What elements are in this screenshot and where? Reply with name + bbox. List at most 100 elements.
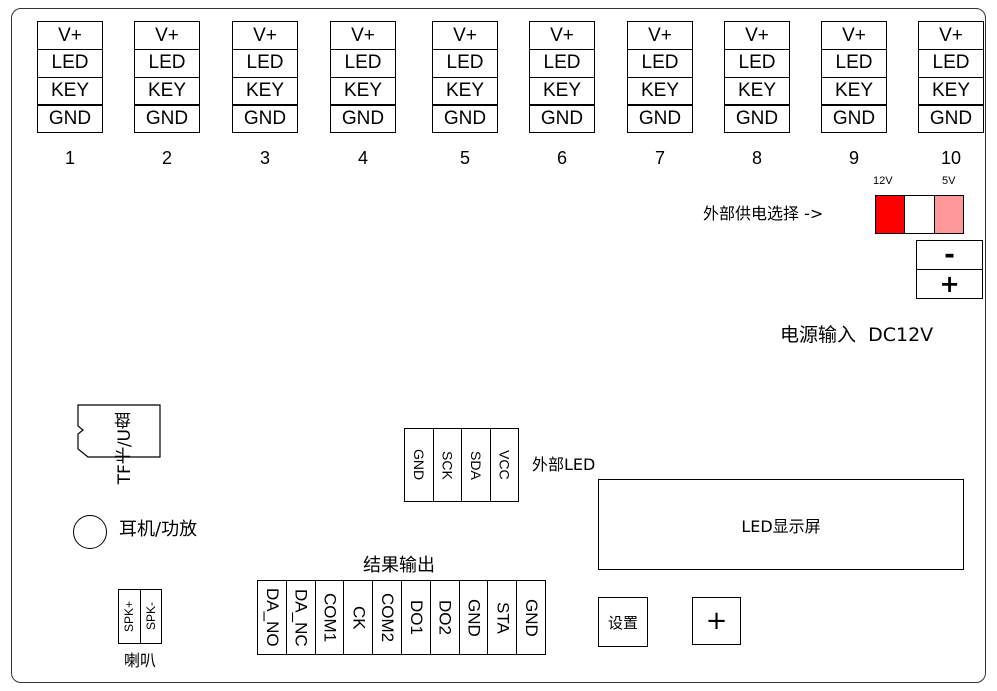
board-outline bbox=[11, 8, 986, 683]
speaker-pin: SPK- bbox=[141, 590, 162, 643]
plus-button-label: + bbox=[705, 606, 728, 636]
connector-number: 8 bbox=[751, 148, 762, 168]
connector-pin: GND bbox=[134, 104, 200, 134]
result-output-pin-label: DA_NC bbox=[291, 588, 311, 647]
connector-pin: V+ bbox=[724, 21, 790, 50]
speaker-connector: SPK+ SPK- bbox=[118, 589, 162, 644]
power-select-switch[interactable] bbox=[875, 195, 964, 234]
result-output-label: 结果输出 bbox=[363, 555, 435, 576]
settings-button[interactable]: 设置 bbox=[598, 597, 648, 647]
external-led-label: 外部LED bbox=[532, 455, 596, 474]
connector-pin: LED bbox=[134, 48, 200, 78]
connector-pin: KEY bbox=[37, 76, 103, 106]
external-led-pin: GND bbox=[405, 429, 434, 501]
result-output-pin-label: STA bbox=[493, 601, 513, 634]
connector-number: 7 bbox=[654, 148, 665, 168]
tf-card-label: TF卡/U盘 bbox=[115, 412, 135, 485]
power-switch-12v[interactable] bbox=[876, 196, 906, 233]
connector-pin: V+ bbox=[529, 21, 595, 50]
connector-pin: KEY bbox=[134, 76, 200, 106]
connector-pin: LED bbox=[529, 48, 595, 78]
connector-pin: GND bbox=[529, 104, 595, 134]
result-output-pin: DA_NC bbox=[287, 581, 316, 654]
connector-pin: KEY bbox=[432, 76, 498, 106]
connector-pin: KEY bbox=[529, 76, 595, 106]
connector-pin: V+ bbox=[918, 21, 984, 50]
connector-pin: GND bbox=[627, 104, 693, 134]
speaker-pin: SPK+ bbox=[119, 590, 141, 643]
connector-pin: V+ bbox=[627, 21, 693, 50]
result-output-pin-label: COM2 bbox=[378, 592, 398, 643]
external-led-pin: SCK bbox=[434, 429, 462, 501]
connector-pin: KEY bbox=[821, 76, 887, 106]
external-led-connector: GND SCK SDA VCC bbox=[404, 428, 519, 502]
tf-card-slot bbox=[77, 404, 161, 458]
connector-pin: V+ bbox=[821, 21, 887, 50]
connector-pin: LED bbox=[821, 48, 887, 78]
power-switch-5v[interactable] bbox=[934, 196, 963, 233]
connector-pin: GND bbox=[330, 104, 396, 134]
result-output-pin: COM1 bbox=[316, 581, 345, 654]
connector-pin: GND bbox=[432, 104, 498, 134]
result-output-pin-label: CK bbox=[349, 605, 369, 630]
external-led-pin-label: GND bbox=[410, 449, 427, 481]
result-output-pin-label: COM1 bbox=[320, 592, 340, 643]
result-output-pin-label: DA_NO bbox=[262, 588, 282, 647]
power-select-label: 外部供电选择 -> bbox=[703, 204, 824, 223]
dc-input-terminal: - + bbox=[916, 240, 983, 299]
connector-pin: KEY bbox=[627, 76, 693, 106]
connector-pin: LED bbox=[330, 48, 396, 78]
connector-number: 10 bbox=[940, 148, 962, 168]
result-output-pin: DO1 bbox=[402, 581, 431, 654]
result-output-pin: DA_NO bbox=[258, 581, 287, 654]
connector-pin: V+ bbox=[432, 21, 498, 50]
external-led-pin: VCC bbox=[491, 429, 519, 501]
speaker-pin-label: SPK+ bbox=[122, 600, 137, 633]
result-output-pin: CK bbox=[344, 581, 374, 654]
external-led-pin-label: SCK bbox=[439, 450, 456, 480]
result-output-pin-label: DO2 bbox=[435, 600, 455, 635]
connector-number: 6 bbox=[556, 148, 567, 168]
connector-pin: GND bbox=[37, 104, 103, 134]
connector-pin: LED bbox=[627, 48, 693, 78]
connector-pin: LED bbox=[724, 48, 790, 78]
external-led-pin-label: SDA bbox=[467, 450, 484, 480]
power-12v-label: 12V bbox=[873, 175, 893, 187]
led-display: LED显示屏 bbox=[598, 479, 964, 570]
speaker-label: 喇叭 bbox=[124, 651, 157, 670]
plus-button[interactable]: + bbox=[692, 597, 741, 645]
result-output-pin: GND bbox=[460, 581, 489, 654]
external-led-pin-label: VCC bbox=[496, 450, 513, 480]
connector-pin: GND bbox=[232, 104, 298, 134]
earphone-jack-icon bbox=[73, 515, 107, 549]
connector-number: 2 bbox=[161, 148, 172, 168]
speaker-pin-label: SPK- bbox=[143, 602, 158, 631]
result-output-pin-label: DO1 bbox=[406, 600, 426, 635]
settings-button-label: 设置 bbox=[607, 613, 638, 632]
result-output-pin: GND bbox=[517, 581, 545, 654]
connector-pin: GND bbox=[821, 104, 887, 134]
connector-pin: KEY bbox=[330, 76, 396, 106]
connector-pin: V+ bbox=[134, 21, 200, 50]
connector-pin: KEY bbox=[724, 76, 790, 106]
connector-number: 9 bbox=[848, 148, 859, 168]
earphone-label: 耳机/功放 bbox=[119, 519, 198, 540]
result-output-pin-label: GND bbox=[522, 598, 542, 637]
power-switch-middle bbox=[905, 196, 935, 233]
connector-pin: LED bbox=[232, 48, 298, 78]
connector-pin: LED bbox=[432, 48, 498, 78]
result-output-pin: STA bbox=[488, 581, 518, 654]
led-display-label: LED显示屏 bbox=[741, 516, 821, 536]
result-output-pin: COM2 bbox=[373, 581, 402, 654]
connector-number: 1 bbox=[64, 148, 75, 168]
connector-pin: GND bbox=[918, 104, 984, 134]
connector-pin: V+ bbox=[330, 21, 396, 50]
